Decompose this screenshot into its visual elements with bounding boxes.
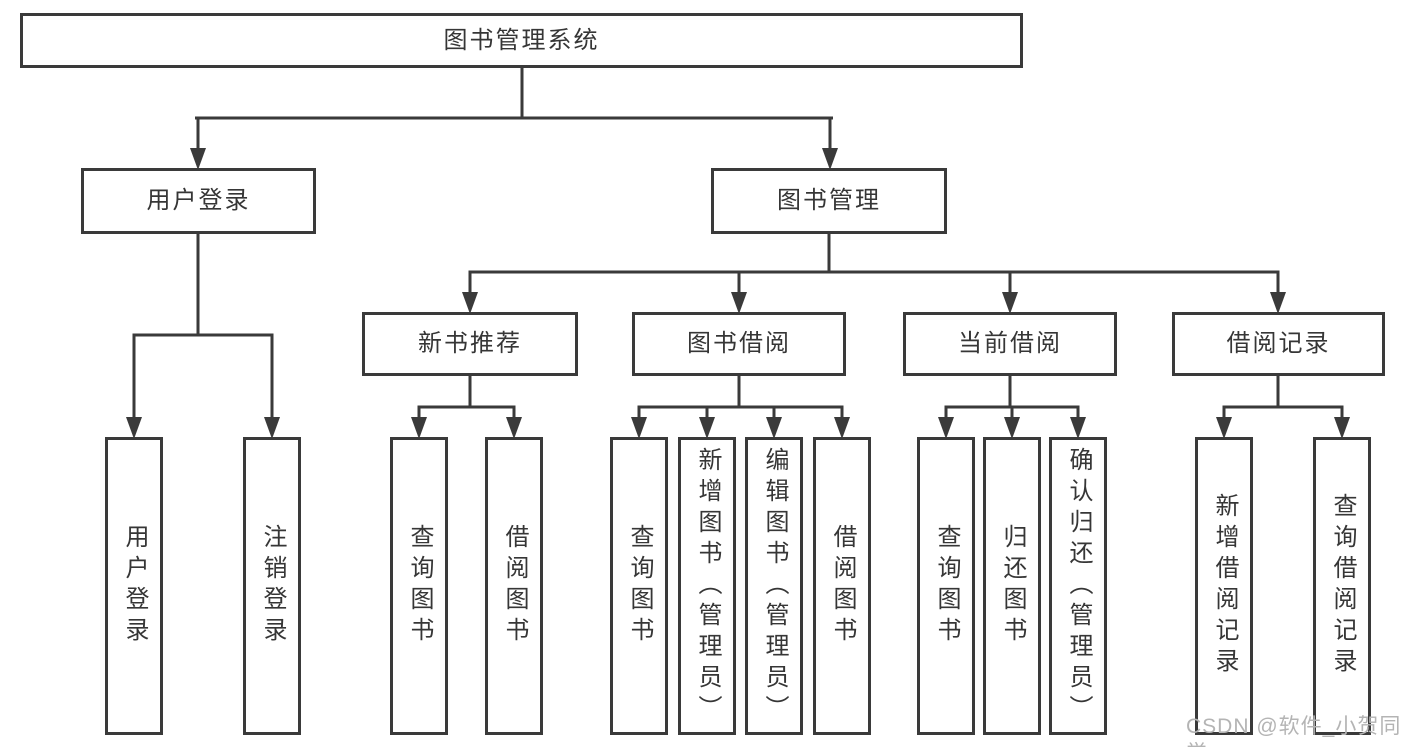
csdn-watermark: CSDN @软件_小贺同学 <box>1186 715 1402 747</box>
leaf-newrec-borrow-books-label: 借阅图书 <box>501 524 528 648</box>
leaf-current-query-books: 查询图书 <box>917 437 975 735</box>
leaf-add-books-admin: 新增图书（管理员） <box>678 437 736 735</box>
arrowheads <box>126 148 1350 439</box>
leaf-borrow-query-books-label: 查询图书 <box>626 524 653 648</box>
leaf-add-borrow-record-label: 新增借阅记录 <box>1211 493 1238 679</box>
node-book-borrow: 图书借阅 <box>632 312 846 376</box>
node-book-borrow-label: 图书借阅 <box>687 330 791 357</box>
node-borrow-records: 借阅记录 <box>1172 312 1385 376</box>
leaf-return-books-label: 归还图书 <box>999 524 1026 648</box>
leaf-current-query-books-label: 查询图书 <box>933 524 960 648</box>
leaf-borrow-query-books: 查询图书 <box>610 437 668 735</box>
leaf-newrec-query-books-label: 查询图书 <box>406 524 433 648</box>
leaf-confirm-return-admin-label: 确认归还（管理员） <box>1065 446 1092 726</box>
leaf-logout: 注销登录 <box>243 437 301 735</box>
node-library-system-label: 图书管理系统 <box>443 26 600 54</box>
leaf-query-borrow-record: 查询借阅记录 <box>1313 437 1371 735</box>
leaf-query-borrow-record-label: 查询借阅记录 <box>1329 493 1356 679</box>
leaf-return-books: 归还图书 <box>983 437 1041 735</box>
node-book-management: 图书管理 <box>711 168 947 234</box>
leaf-user-login: 用户登录 <box>105 437 163 735</box>
node-new-book-recommend: 新书推荐 <box>362 312 578 376</box>
leaf-confirm-return-admin: 确认归还（管理员） <box>1049 437 1107 735</box>
node-current-borrow: 当前借阅 <box>903 312 1117 376</box>
leaf-newrec-query-books: 查询图书 <box>390 437 448 735</box>
leaf-add-borrow-record: 新增借阅记录 <box>1195 437 1253 735</box>
leaf-borrow-books-label: 借阅图书 <box>829 524 856 648</box>
leaf-edit-books-admin-label: 编辑图书（管理员） <box>761 446 788 726</box>
leaf-newrec-borrow-books: 借阅图书 <box>485 437 543 735</box>
leaf-logout-label: 注销登录 <box>259 524 286 648</box>
node-book-management-label: 图书管理 <box>777 187 881 214</box>
node-borrow-records-label: 借阅记录 <box>1226 330 1331 357</box>
node-current-borrow-label: 当前借阅 <box>958 330 1062 357</box>
leaf-user-login-label: 用户登录 <box>121 524 148 648</box>
leaf-edit-books-admin: 编辑图书（管理员） <box>745 437 803 735</box>
leaf-add-books-admin-label: 新增图书（管理员） <box>694 446 721 726</box>
node-new-book-recommend-label: 新书推荐 <box>418 330 522 357</box>
node-library-system: 图书管理系统 <box>20 13 1023 68</box>
node-user-login: 用户登录 <box>81 168 316 234</box>
leaf-borrow-books: 借阅图书 <box>813 437 871 735</box>
node-user-login-label: 用户登录 <box>146 187 251 214</box>
